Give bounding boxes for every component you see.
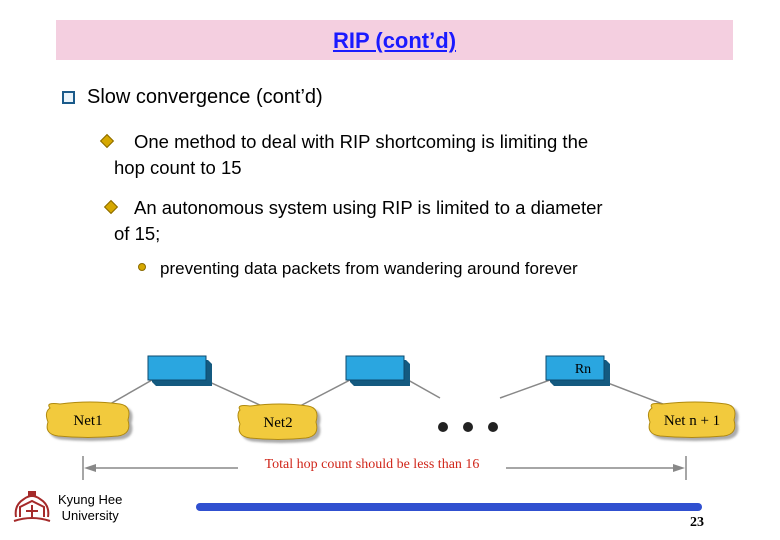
university-logo-icon — [13, 491, 51, 522]
sub-point-text: preventing data packets from wandering a… — [160, 259, 578, 278]
diamond-bullet-icon — [99, 133, 115, 149]
diamond-bullet-icon — [103, 199, 119, 215]
sub-point: preventing data packets from wandering a… — [138, 259, 578, 279]
link-net1-router — [109, 379, 153, 405]
point-1: One method to deal with RIP shortcoming … — [99, 129, 742, 181]
hop-count-caption: Total hop count should be less than 16 — [265, 457, 480, 472]
link-dots-router-n — [499, 379, 551, 399]
main-bullet: Slow convergence (cont’d) — [62, 86, 323, 109]
arrow-left-icon — [84, 464, 96, 472]
net1-label: Net1 — [73, 413, 102, 429]
link-router-net2 — [204, 379, 263, 407]
router-2 — [345, 355, 410, 386]
point-1-line-1: One method to deal with RIP shortcoming … — [134, 131, 589, 152]
footer-bar — [196, 503, 702, 511]
ellipsis-dot — [438, 422, 448, 432]
point-2-line-2: of 15; — [114, 223, 161, 244]
network-net-last: Net n + 1 — [647, 401, 736, 438]
university-line-1: Kyung Hee — [58, 492, 123, 507]
hop-count-span: Total hop count should be less than 16 — [82, 456, 687, 480]
link-router-n-net — [599, 379, 669, 407]
point-2: An autonomous system using RIP is limite… — [103, 195, 746, 247]
router-n-label: Rn — [575, 362, 591, 377]
router-1 — [147, 355, 212, 386]
network-diagram: Rn Net1 Net2 Net n + 1 Total hop count s… — [45, 355, 736, 480]
dot-bullet-icon — [138, 263, 146, 271]
network-net1: Net1 — [45, 401, 130, 438]
ellipsis-dot — [463, 422, 473, 432]
arrow-right-icon — [673, 464, 685, 472]
checkbox-bullet-icon — [62, 91, 75, 104]
router-n: Rn — [545, 355, 610, 386]
point-2-line-1: An autonomous system using RIP is limite… — [134, 197, 603, 218]
ellipsis-dots — [438, 422, 498, 432]
ellipsis-dot — [488, 422, 498, 432]
net2-label: Net2 — [263, 415, 292, 431]
main-bullet-text: Slow convergence (cont’d) — [87, 86, 323, 108]
link-net2-router — [299, 379, 351, 407]
point-1-line-2: hop count to 15 — [114, 157, 242, 178]
link-lines — [109, 379, 669, 407]
network-net2: Net2 — [237, 403, 318, 440]
university-line-2: University — [61, 508, 119, 523]
link-router-dots — [407, 379, 441, 399]
university-name: Kyung Hee University — [58, 492, 122, 524]
slide-title: RIP (cont’d) — [332, 28, 457, 53]
page-number: 23 — [690, 515, 704, 530]
title-bar: RIP (cont’d) — [56, 20, 733, 60]
net-last-label: Net n + 1 — [664, 413, 720, 429]
